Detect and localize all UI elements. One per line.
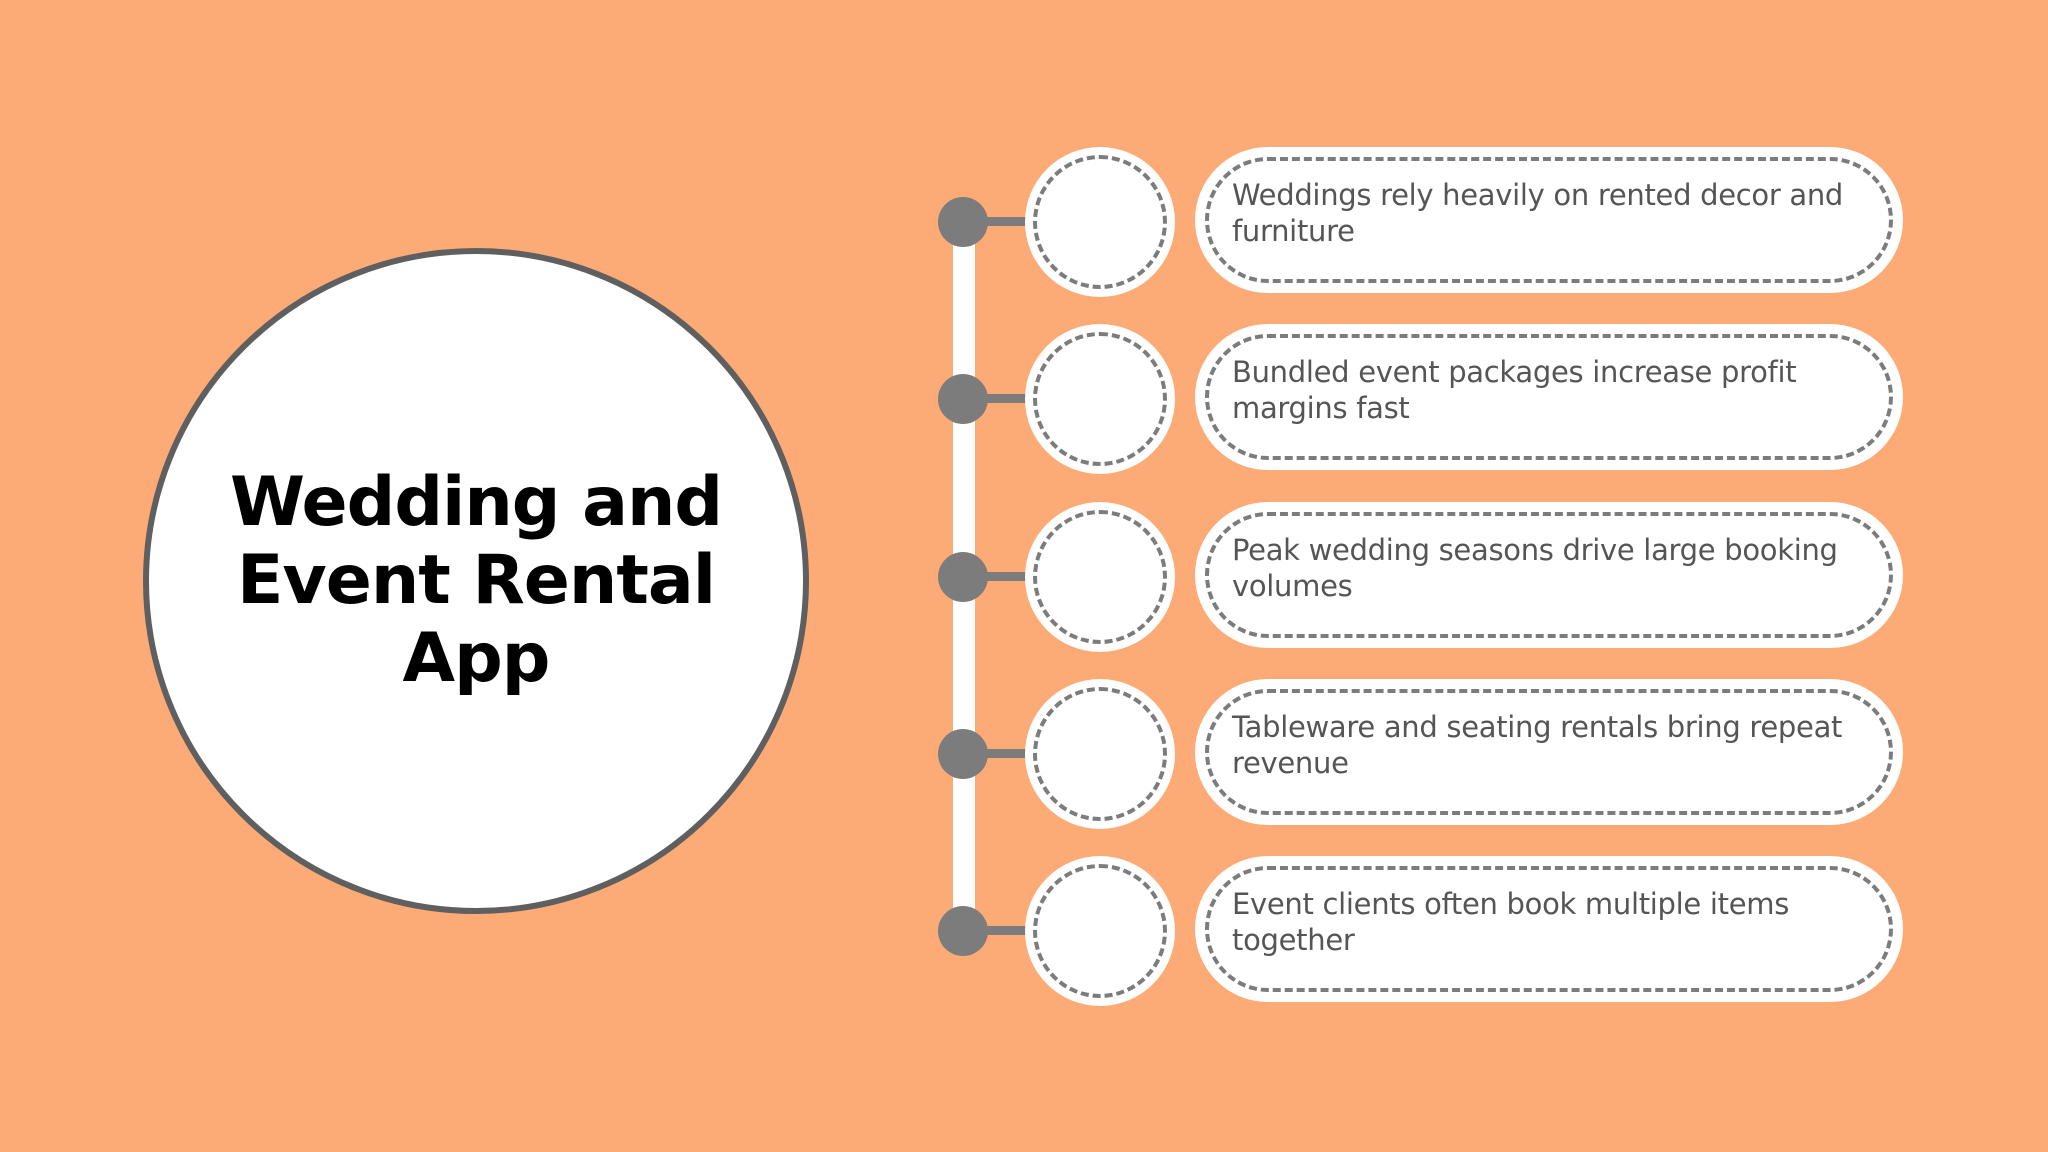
icon-placeholder-circle	[1025, 502, 1175, 652]
item-text-card: Bundled event packages increase profit m…	[1195, 324, 1903, 470]
list-item-1: Weddings rely heavily on rented decor an…	[0, 147, 2048, 297]
timeline-node	[938, 906, 988, 956]
list-item-2: Bundled event packages increase profit m…	[0, 324, 2048, 474]
list-item-5: Event clients often book multiple items …	[0, 856, 2048, 1006]
item-text-card: Event clients often book multiple items …	[1195, 856, 1903, 1002]
node-connector	[980, 217, 1032, 226]
item-text-card: Weddings rely heavily on rented decor an…	[1195, 147, 1903, 293]
node-connector	[980, 749, 1032, 758]
item-text: Weddings rely heavily on rented decor an…	[1232, 178, 1844, 248]
timeline-node	[938, 729, 988, 779]
main-title: Wedding and Event Rental App	[229, 463, 723, 698]
icon-placeholder-circle	[1025, 856, 1175, 1006]
node-connector	[980, 394, 1032, 403]
title-circle: Wedding and Event Rental App	[143, 248, 809, 914]
item-text-card: Peak wedding seasons drive large booking…	[1195, 502, 1903, 648]
item-text: Tableware and seating rentals bring repe…	[1232, 710, 1843, 780]
node-connector	[980, 926, 1032, 935]
timeline-node	[938, 374, 988, 424]
timeline-node	[938, 197, 988, 247]
list-item-4: Tableware and seating rentals bring repe…	[0, 679, 2048, 829]
item-text: Bundled event packages increase profit m…	[1232, 355, 1797, 425]
icon-placeholder-circle	[1025, 679, 1175, 829]
item-text-card: Tableware and seating rentals bring repe…	[1195, 679, 1903, 825]
icon-placeholder-circle	[1025, 324, 1175, 474]
item-text: Event clients often book multiple items …	[1232, 887, 1790, 957]
node-connector	[980, 572, 1032, 581]
item-text: Peak wedding seasons drive large booking…	[1232, 533, 1838, 603]
list-item-3: Peak wedding seasons drive large booking…	[0, 502, 2048, 652]
icon-placeholder-circle	[1025, 147, 1175, 297]
timeline-node	[938, 552, 988, 602]
